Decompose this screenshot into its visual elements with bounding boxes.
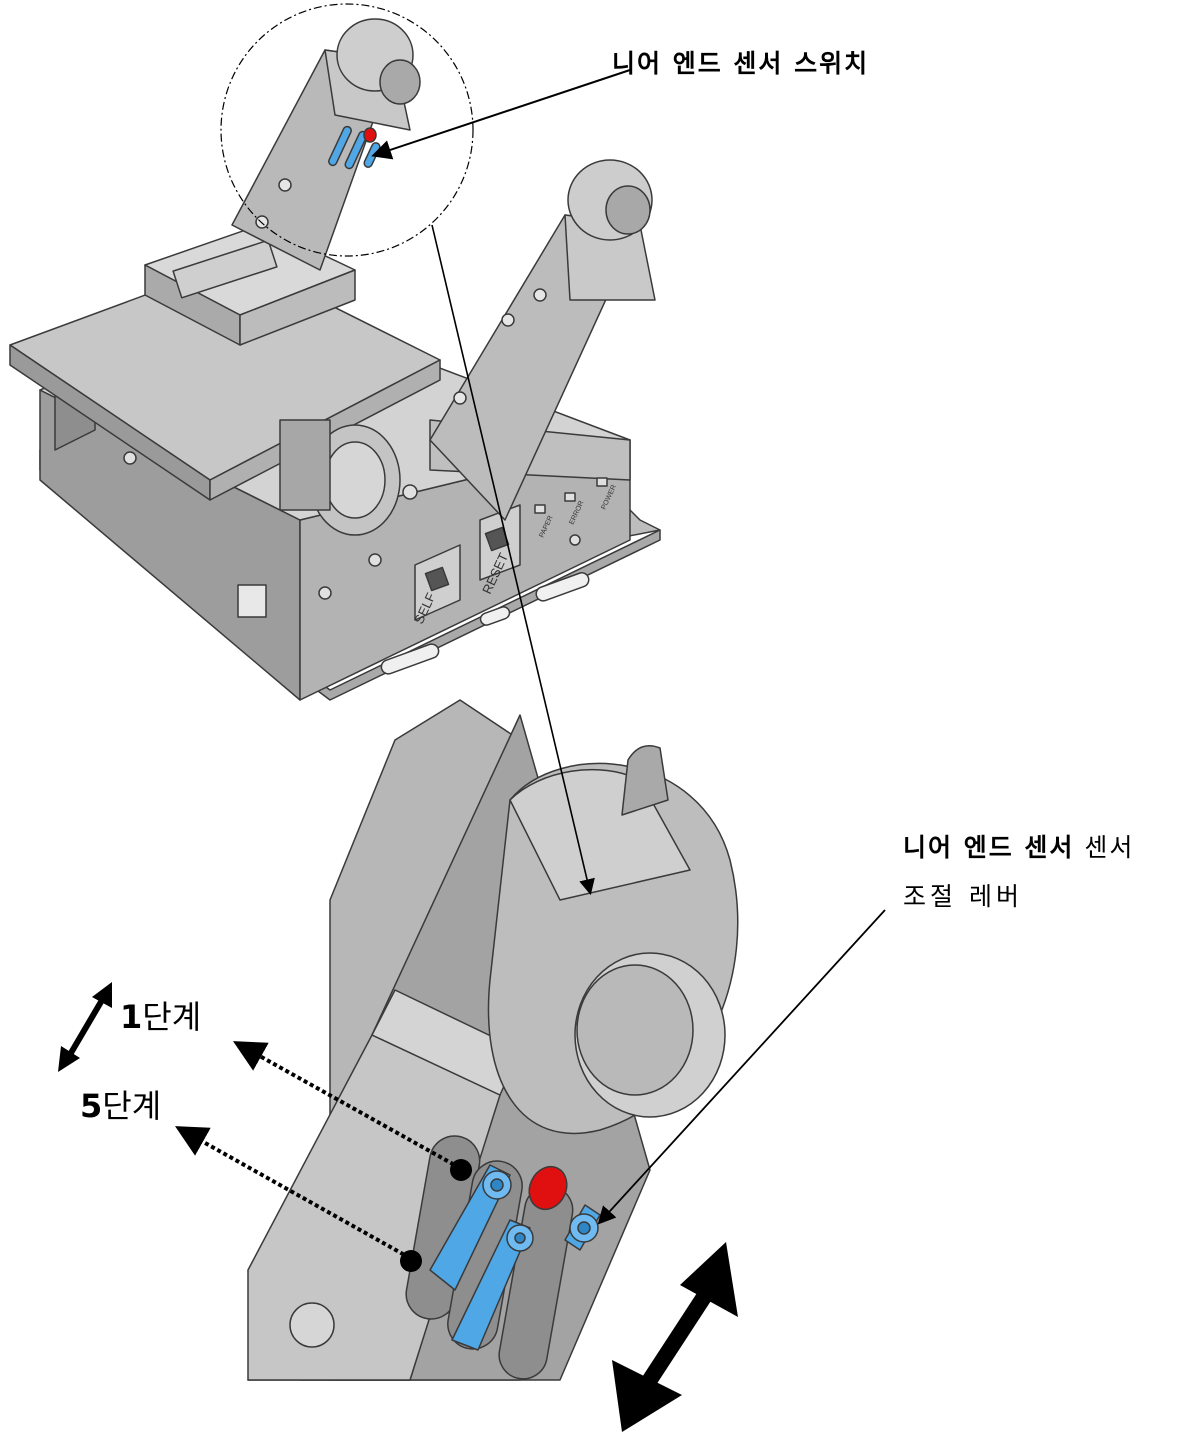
adjust-double-arrow	[612, 1242, 738, 1432]
step1-dotted-arrow	[233, 1041, 461, 1170]
step1-number: 1	[120, 998, 143, 1036]
step5-number: 5	[80, 1087, 103, 1125]
zoom-circle	[220, 3, 474, 257]
step5-dot	[400, 1250, 422, 1272]
printer-assembly	[9, 18, 661, 701]
leader-lines	[175, 69, 886, 1260]
lever-label-plain: 센서	[1074, 833, 1135, 862]
lever-leader-arrow	[597, 909, 886, 1225]
step5-label: 5단계	[80, 1081, 161, 1127]
step1-text: 단계	[142, 998, 202, 1036]
lever-label-bold: 니어 엔드 센서	[903, 833, 1075, 862]
lever-label-line2: 조절 레버	[903, 882, 1023, 911]
step1-label: 1단계	[120, 992, 201, 1038]
zoomed-arm	[247, 699, 739, 1381]
step-double-arrow	[58, 982, 112, 1072]
step5-dotted-arrow	[175, 1126, 411, 1260]
zoom-connector-arrow	[431, 224, 595, 896]
switch-leader-arrow	[371, 69, 631, 160]
near-end-switch-label: 니어 엔드 센서 스위치	[612, 49, 870, 78]
step5-text: 단계	[102, 1087, 162, 1125]
near-end-lever-label: 니어 엔드 센서 센서	[903, 828, 1134, 864]
step1-dot	[450, 1159, 472, 1181]
